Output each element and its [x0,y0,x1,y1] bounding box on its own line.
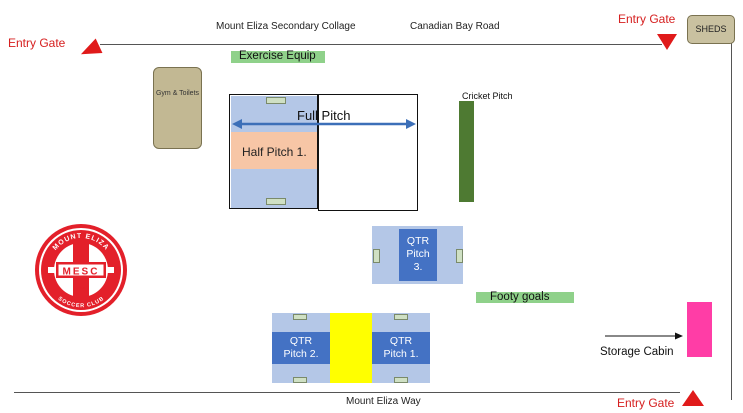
entry-gate-bottom-right-icon [682,390,704,406]
qtr-pitch-1-line2: Pitch 1. [383,348,419,360]
qtr-pitch-1-line1: QTR [389,335,413,347]
qtr-pitch-1-label: QTR Pitch 1. [372,332,430,364]
qtr-pitch-2-line2: Pitch 2. [283,348,319,360]
entry-gate-top-left-icon [77,38,103,62]
qtr-pitch-3-goal-left-icon [373,249,380,263]
exercise-equip-area: Exercise Equip [231,50,325,63]
qtr-pitch-2-goal-top-icon [293,314,307,320]
half-pitch-1-label: Half Pitch 1. [242,145,307,159]
logo-year-text: 2006 [77,285,87,290]
full-pitch-arrow-icon [232,119,416,129]
qtr-pitch-2-line1: QTR [289,335,313,347]
entry-gate-top-right-icon [657,34,677,50]
qtr-pitch-3-line1: QTR [406,235,430,247]
qtr-pitch-3-label: QTR Pitch 3. [399,229,437,281]
club-logo: MESC MOUNT ELIZA SOCCER CLUB EST. 2006 [35,224,127,316]
logo-center-text: MESC [63,267,100,278]
entry-gate-bottom-right-label: Entry Gate [617,396,675,410]
storage-cabin-building [687,302,712,357]
qtr-pitch-2-goal-bottom-icon [293,377,307,383]
full-pitch-boundary-right [318,94,418,211]
half-pitch-goal-bottom-icon [266,198,286,205]
qtr-pitch-3-line3: 3. [413,261,423,273]
qtr-pitch-2-label: QTR Pitch 2. [272,332,330,364]
sheds-building: SHEDS [687,15,735,44]
qtr-pitch-3-goal-right-icon [456,249,463,263]
full-pitch-boundary-left [229,94,318,209]
canadian-bay-road-label: Canadian Bay Road [410,21,500,32]
gym-toilets-building: Gym & Toilets [153,67,202,149]
half-pitch-goal-top-icon [266,97,286,104]
logo-est-text: EST. [77,253,85,258]
entry-gate-top-left-label: Entry Gate [8,36,66,50]
yellow-area [330,313,372,383]
storage-cabin-arrow-icon [605,332,683,340]
mount-eliza-way-label: Mount Eliza Way [346,396,421,407]
boundary-bottom [14,392,680,393]
storage-cabin-label: Storage Cabin [600,346,674,358]
qtr-pitch-1-goal-top-icon [394,314,408,320]
boundary-top [100,44,662,45]
entry-gate-top-right-label: Entry Gate [618,12,676,26]
full-pitch-label: Full Pitch [297,108,351,123]
footy-goals-area: Footy goals [476,291,574,303]
qtr-pitch-3-line2: Pitch [406,248,430,260]
school-label: Mount Eliza Secondary Collage [216,21,356,32]
cricket-pitch-strip [459,101,474,202]
boundary-right [731,40,732,400]
qtr-pitch-1-goal-bottom-icon [394,377,408,383]
half-pitch-1-area [231,132,318,169]
cricket-pitch-label: Cricket Pitch [462,91,513,101]
